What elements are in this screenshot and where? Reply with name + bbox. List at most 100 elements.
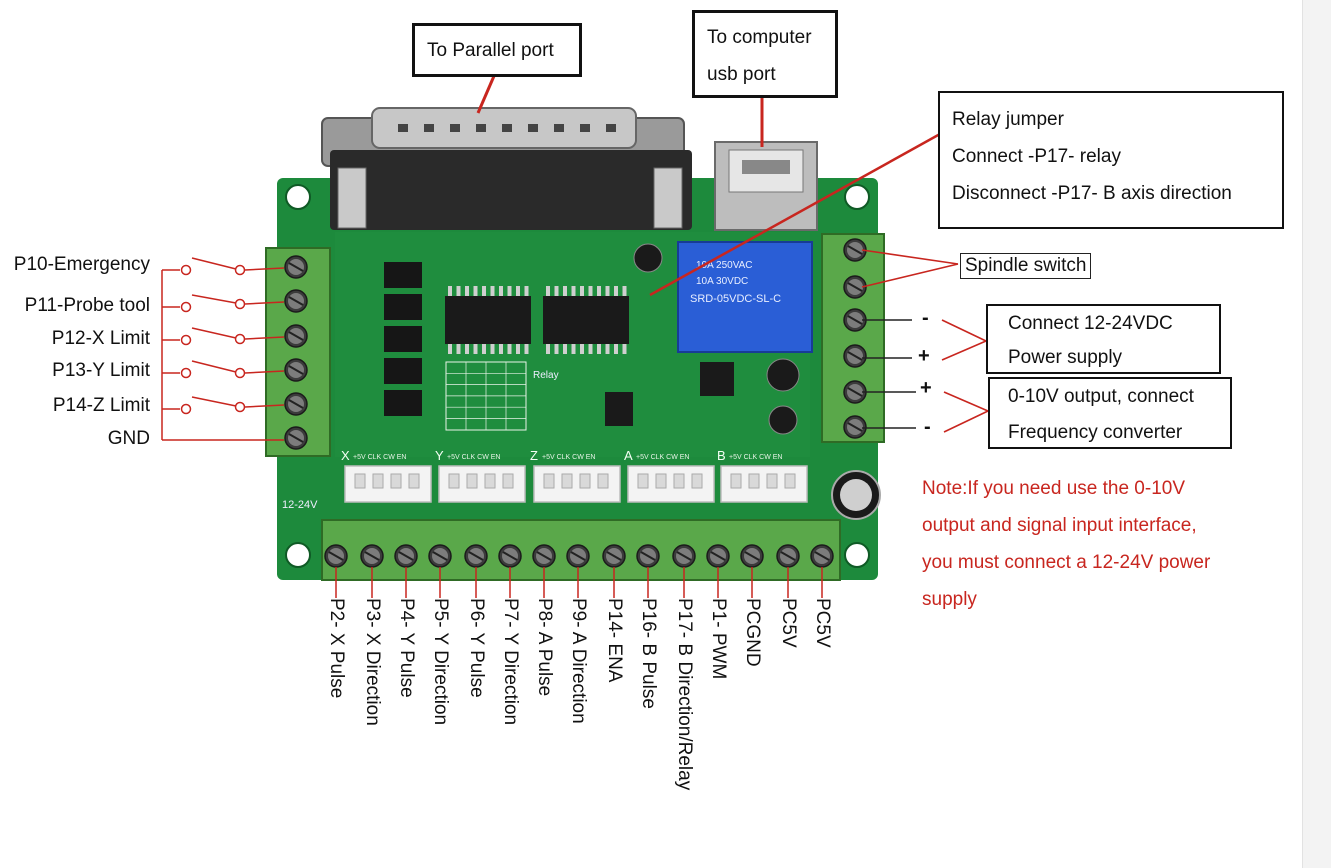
switch-lever-4	[191, 360, 237, 373]
db25-pin	[502, 124, 512, 132]
switch-wire-2	[244, 301, 285, 305]
optocouplers	[384, 262, 422, 416]
ic-pin	[563, 344, 567, 354]
ic-2	[543, 296, 629, 344]
opto-5	[384, 390, 422, 416]
bottom-screw-4-slot	[432, 551, 448, 561]
switch-contact-b-2	[234, 298, 246, 310]
callout-relay-line-2: Connect -P17- relay	[952, 146, 1121, 167]
right-terminal-block	[821, 233, 885, 443]
ic-pin	[448, 344, 452, 354]
callout-parallel-port: To Parallel port	[412, 23, 582, 77]
header-pin	[561, 473, 573, 489]
ic-1	[445, 296, 531, 344]
switch-contact-a-4	[180, 367, 192, 379]
callout-usb-line-2: usb port	[707, 64, 776, 85]
sign-analog-minus: -	[924, 416, 931, 438]
left-screw-4-slot	[288, 365, 304, 375]
bottom-screw-7-slot	[536, 551, 552, 561]
label-bottom-9: P14- ENA	[604, 598, 625, 683]
relay-silkscreen: Relay	[533, 370, 559, 381]
usb-tongue	[742, 160, 790, 174]
ic-pin	[499, 286, 503, 296]
sign-analog-plus: +	[920, 377, 932, 399]
header-pin	[448, 473, 460, 489]
leader-spindle-2	[861, 263, 959, 288]
capacitor-3	[768, 405, 798, 435]
label-p14-z-limit: P14-Z Limit	[52, 395, 150, 416]
callout-power-supply: Connect 12-24VDC Power supply	[986, 304, 1221, 374]
bottom-screw-5-slot	[468, 551, 484, 561]
switch-contact-b-3	[234, 333, 246, 345]
header-letter-4: A	[624, 448, 633, 463]
leader-relay	[649, 132, 941, 297]
header-pin	[597, 473, 609, 489]
capacitor-4-top	[840, 479, 872, 511]
bottom-screw-1-slot	[328, 551, 344, 561]
db25-body	[330, 150, 692, 230]
right-screw-3-slot	[847, 315, 863, 325]
page-edge	[1302, 0, 1331, 868]
db25-pin	[424, 124, 434, 132]
header-pins-label-1: +5V CLK CW EN	[353, 454, 407, 461]
switch-contact-b-1	[234, 264, 246, 276]
switch-lever-2	[191, 294, 237, 304]
callout-analog-output: 0-10V output, connect Frequency converte…	[988, 377, 1232, 449]
ic-pin	[554, 344, 559, 354]
ic-pin	[490, 344, 495, 354]
callout-power-line-2: Power supply	[1008, 347, 1123, 368]
bottom-screw-13-slot	[744, 551, 760, 561]
left-terminal-block	[265, 247, 331, 457]
ic-pin	[524, 344, 529, 354]
bottom-leaders	[335, 567, 823, 598]
ic-pin	[546, 286, 550, 296]
opto-2	[384, 294, 422, 320]
ic-pin	[499, 344, 503, 354]
mount-hole-tr	[844, 184, 870, 210]
bottom-screw-14-slot	[780, 551, 796, 561]
header-pin	[730, 473, 742, 489]
label-bottom-11: P17- B Direction/Relay	[674, 598, 695, 791]
ic-pin	[580, 344, 584, 354]
ic-pin	[571, 344, 576, 354]
bottom-screw-8-slot	[570, 551, 586, 561]
switch-wire-3	[244, 336, 285, 340]
bottom-screw-11-slot	[676, 551, 692, 561]
callout-analog-line-2: Frequency converter	[1008, 422, 1183, 443]
label-p11-probe-tool: P11-Probe tool	[24, 295, 150, 316]
callout-usb-port: To computer usb port	[692, 10, 838, 98]
right-screw-2-slot	[847, 282, 863, 292]
header-pin	[691, 473, 703, 489]
ic-pins	[448, 286, 627, 354]
label-bottom-6: P7- Y Direction	[500, 598, 521, 726]
mount-hole-br	[844, 542, 870, 568]
db25-screw-r	[653, 167, 683, 229]
switch-lever-3	[191, 327, 237, 339]
right-terminal-screws	[843, 238, 867, 439]
left-screw-6-slot	[288, 433, 304, 443]
ic-pin	[507, 286, 512, 296]
mount-hole-bl	[285, 542, 311, 568]
note-line-2: output and signal input interface,	[922, 515, 1197, 536]
leader-analog-1	[943, 391, 989, 412]
switch-lever-1	[191, 257, 237, 270]
ic-3	[605, 392, 633, 426]
leader-power-2	[941, 340, 987, 361]
note-line-4: supply	[922, 589, 977, 610]
header-pin	[543, 473, 555, 489]
ic-pin	[546, 344, 550, 354]
ic-pin	[614, 344, 618, 354]
leader-parallel	[476, 75, 496, 114]
header-pin	[372, 473, 384, 489]
relay-text-2: 10A 30VDC	[696, 276, 748, 287]
label-bottom-1: P2- X Pulse	[326, 598, 347, 699]
ic-pin	[482, 344, 486, 354]
switch-lever-5	[191, 396, 237, 407]
left-screw-5-slot	[288, 399, 304, 409]
switch-contact-b-5	[234, 401, 246, 413]
bottom-screw-10-slot	[640, 551, 656, 561]
db25-pin	[398, 124, 408, 132]
header-pin	[408, 473, 420, 489]
header-pin	[748, 473, 760, 489]
header-pins-label-3: +5V CLK CW EN	[542, 454, 596, 461]
